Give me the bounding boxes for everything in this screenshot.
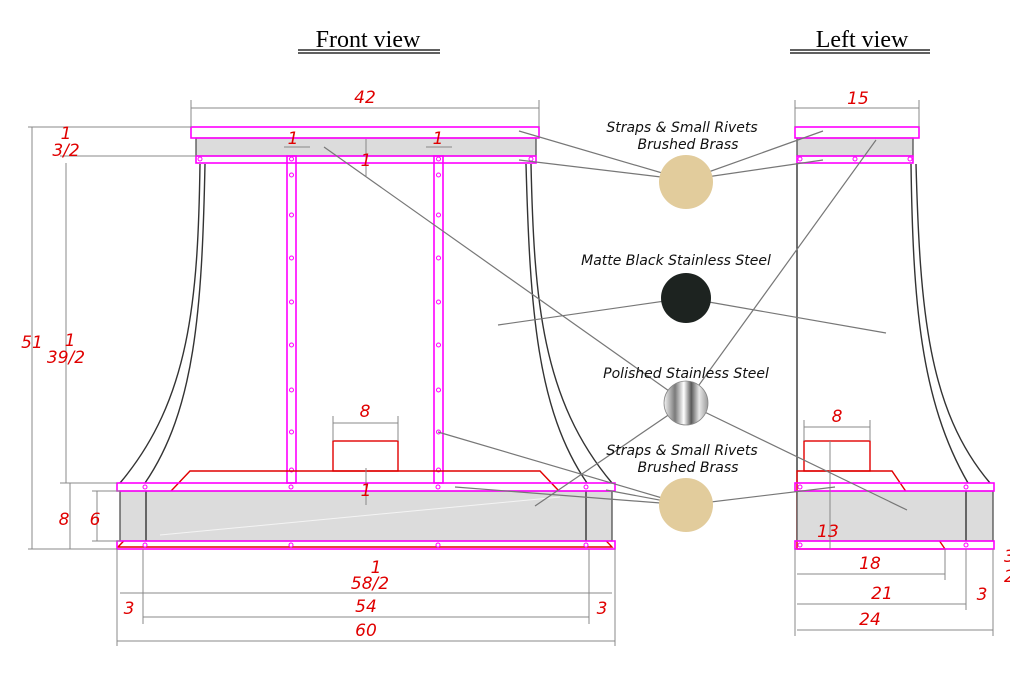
left-top-strap: [794, 126, 920, 139]
brass-swatch: [659, 155, 713, 209]
left-top-lower-strap: [796, 155, 914, 164]
front-top-band-num: 1: [61, 124, 72, 144]
left-depth-total: 24: [859, 610, 881, 630]
front-left-curve-inner: [144, 163, 206, 484]
brass-swatch: [659, 478, 713, 532]
left-dimensions: [794, 100, 994, 636]
left-view: [794, 126, 995, 550]
polished-swatch: [663, 380, 709, 426]
left-chimney: [803, 440, 871, 472]
front-top-band-den: 3/2: [52, 141, 79, 161]
front-base-rivets: [142, 484, 589, 548]
front-view: [116, 126, 616, 550]
left-base-bottom-strap: [794, 540, 995, 550]
front-strap-center-dim: 1: [361, 151, 372, 171]
front-base-center-dim: 1: [361, 481, 372, 501]
left-curve-inner: [915, 163, 991, 484]
left-clip-2: 2: [1004, 567, 1010, 587]
svg-text:Front view: Front view: [316, 27, 421, 53]
front-side-left: 3: [124, 599, 135, 619]
front-right-curve-outer: [530, 163, 613, 484]
left-base-top-strap: [794, 482, 995, 492]
front-top-strap: [190, 126, 540, 139]
left-side: 3: [977, 585, 988, 605]
material-label-line1: Straps & Small Rivets: [606, 120, 757, 136]
front-base-bottom-strap: [116, 540, 616, 550]
left-top-width: 15: [847, 89, 869, 109]
front-base-inner: 6: [90, 510, 101, 530]
material-polished: Polished Stainless Steel: [603, 366, 769, 426]
left-chimney-width: 8: [832, 407, 843, 427]
material-brass-top: Straps & Small Rivets Brushed Brass: [606, 120, 758, 209]
front-right-curve-inner: [525, 163, 588, 484]
left-top-band: [796, 137, 914, 157]
material-label-line1: Matte Black Stainless Steel: [581, 253, 771, 269]
front-strap-left-dim: 1: [288, 129, 299, 149]
material-label-line2: Brushed Brass: [638, 137, 739, 153]
material-label-line1: Polished Stainless Steel: [603, 366, 769, 382]
left-clip-1: 3: [1004, 547, 1010, 567]
front-bottom-num: 1: [371, 558, 382, 578]
front-dimensions: [28, 100, 616, 646]
front-total-height: 51: [21, 333, 43, 353]
front-bottom-den: 58/2: [351, 574, 389, 594]
front-body-height-num: 1: [65, 331, 76, 351]
front-side-right: 3: [597, 599, 608, 619]
front-view-title: Front view: [298, 27, 440, 54]
front-chimney: [332, 440, 399, 472]
material-brass-bottom: Straps & Small Rivets Brushed Brass: [606, 443, 758, 532]
matte-black-swatch: [661, 273, 711, 323]
front-left-curve-outer: [119, 163, 201, 484]
left-curve-outer: [910, 163, 969, 484]
material-label-line1: Straps & Small Rivets: [606, 443, 757, 459]
front-outer-width: 60: [355, 621, 377, 641]
front-body-height-den: 39/2: [47, 348, 85, 368]
material-label-line2: Brushed Brass: [638, 460, 739, 476]
left-depth-a: 18: [859, 554, 881, 574]
front-strap-right-dim: 1: [433, 129, 444, 149]
left-chimney-height: 13: [817, 522, 839, 542]
svg-text:Left view: Left view: [816, 27, 909, 53]
left-depth-b: 21: [871, 584, 893, 604]
left-view-title: Left view: [790, 27, 930, 54]
front-inner-width: 54: [355, 597, 377, 617]
front-base-outer: 8: [59, 510, 70, 530]
front-chimney-width: 8: [360, 402, 371, 422]
front-top-width: 42: [354, 88, 376, 108]
material-matte-black: Matte Black Stainless Steel: [581, 253, 771, 323]
front-strap-rivets: [197, 156, 534, 473]
